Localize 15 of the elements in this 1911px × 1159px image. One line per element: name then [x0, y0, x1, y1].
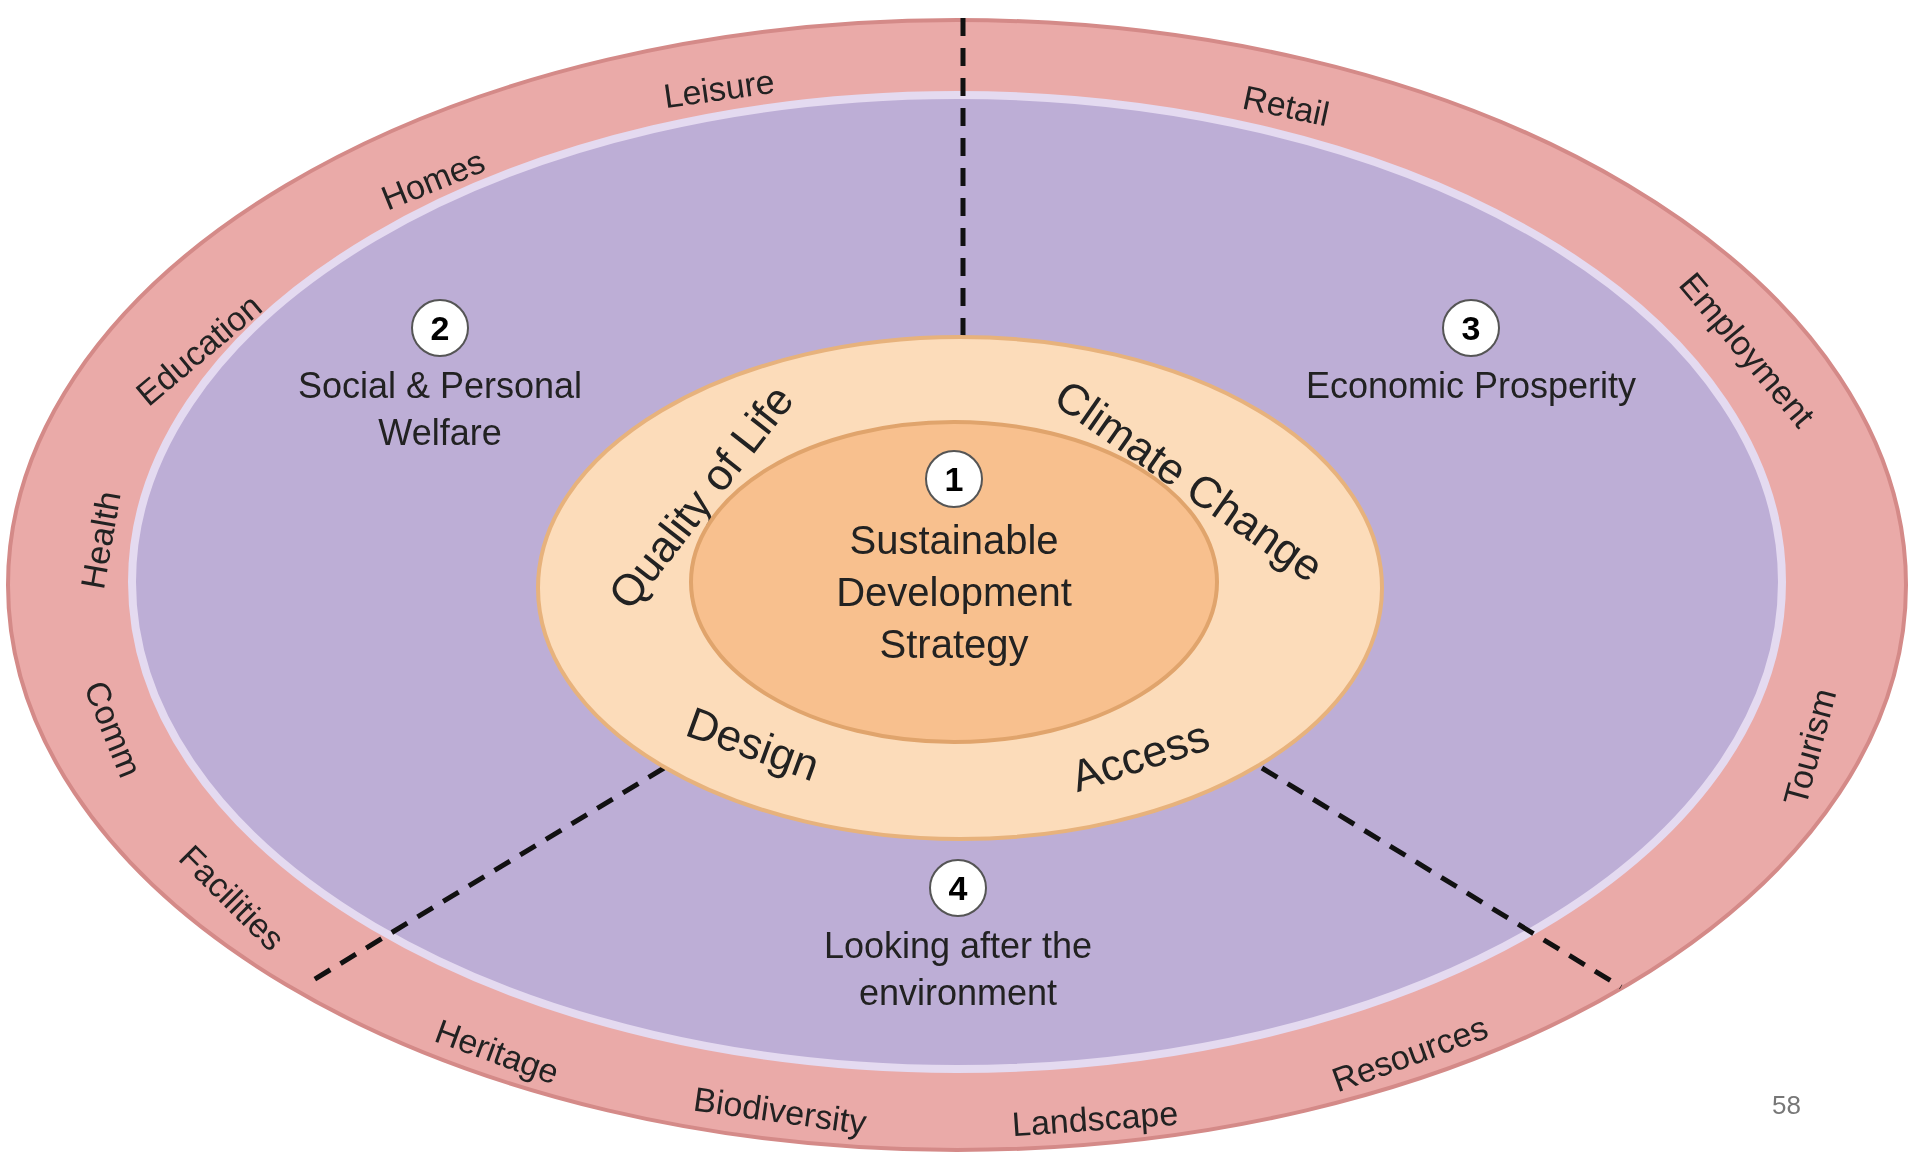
ring-label: Tourism — [1775, 684, 1845, 810]
ring-label: Homes — [375, 141, 491, 219]
ring-label: Biodiversity — [691, 1079, 869, 1143]
ring-label: Comm — [76, 675, 150, 783]
ring-label: Retail — [1239, 77, 1333, 135]
section-title: Sustainable Development Strategy — [835, 517, 1073, 668]
section-title: Economic Prosperity — [1305, 364, 1637, 408]
ring-label: Leisure — [661, 61, 777, 117]
theme-label: Access — [1064, 710, 1216, 802]
page-number: 58 — [1772, 1090, 1801, 1121]
section-title: Looking after the environment — [822, 924, 1094, 1015]
section-title: Social & Personal Welfare — [296, 364, 584, 455]
ring-label: Landscape — [1010, 1093, 1180, 1145]
theme-label: Design — [680, 697, 826, 791]
ring-label: Health — [73, 488, 129, 592]
